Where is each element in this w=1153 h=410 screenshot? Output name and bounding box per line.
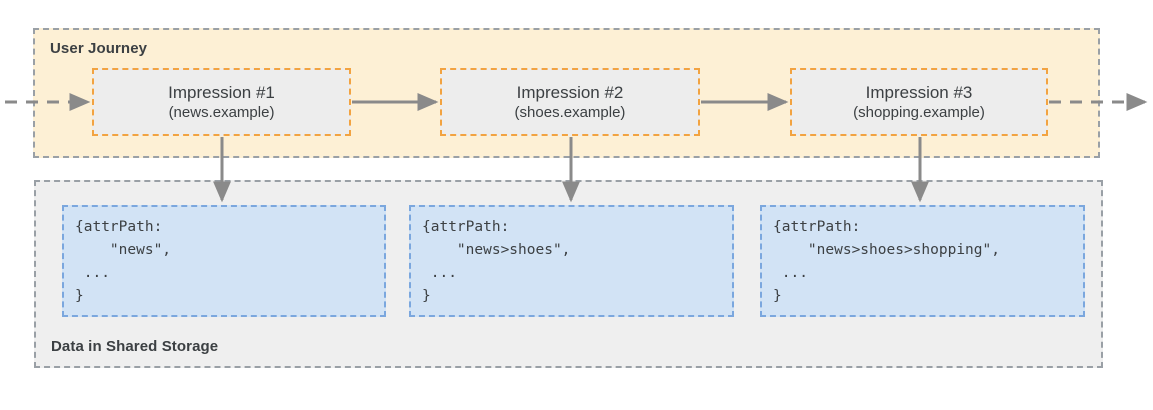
storage-record-code: {attrPath: "news>shoes>shopping", ... } <box>773 219 1000 304</box>
impression-domain: (shoes.example) <box>514 104 626 121</box>
impression-domain: (news.example) <box>168 104 275 121</box>
shared-storage-label: Data in Shared Storage <box>51 338 219 355</box>
storage-record-code: {attrPath: "news>shoes", ... } <box>422 219 571 304</box>
impression-title: Impression #1 <box>168 83 275 102</box>
impression-title: Impression #3 <box>865 83 973 102</box>
storage-record-3: {attrPath: "news>shoes>shopping", ... } <box>760 205 1085 317</box>
user-journey-label: User Journey <box>50 40 148 57</box>
impression-box-2: Impression #2 (shoes.example) <box>440 68 700 136</box>
storage-record-2: {attrPath: "news>shoes", ... } <box>409 205 734 317</box>
impression-box-3: Impression #3 (shopping.example) <box>790 68 1048 136</box>
impression-title: Impression #2 <box>516 83 624 102</box>
impression-domain: (shopping.example) <box>853 104 985 121</box>
storage-record-code: {attrPath: "news", ... } <box>75 219 172 304</box>
impression-box-1: Impression #1 (news.example) <box>92 68 351 136</box>
storage-record-1: {attrPath: "news", ... } <box>62 205 386 317</box>
